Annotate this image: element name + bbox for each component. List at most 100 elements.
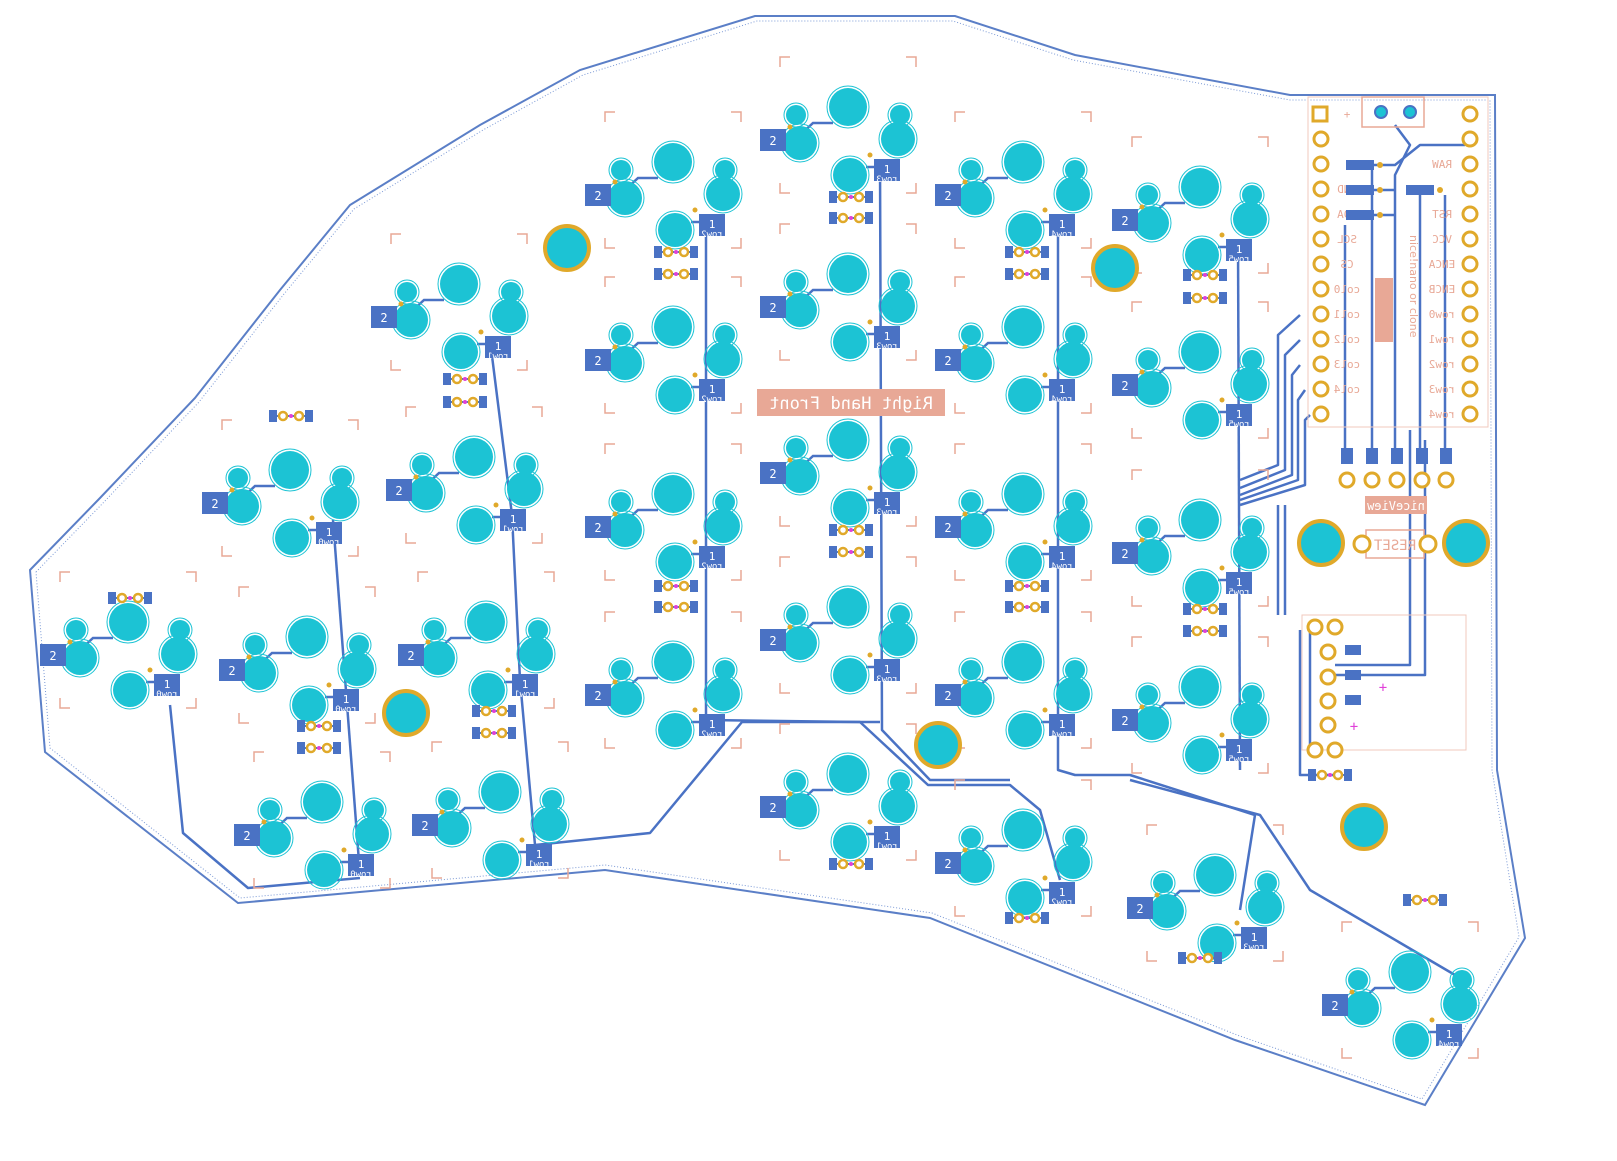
switch-hole (303, 783, 341, 821)
switch-hole-ring (651, 640, 695, 684)
diode-pad (829, 546, 837, 558)
silk-corner-br-14 (906, 516, 917, 527)
switch-row-label: row3 (876, 508, 898, 518)
switch-hole (1395, 1023, 1429, 1057)
diode-mark (674, 605, 678, 609)
diode-via (321, 720, 333, 732)
silk-corner-tl-21 (954, 779, 965, 790)
switch-hole (706, 342, 740, 376)
mcu-pin-right (1461, 355, 1479, 373)
switch-via (1139, 704, 1145, 710)
switch-pad-2 (935, 349, 961, 371)
switch-hole-ring (655, 210, 695, 250)
switch-hole (481, 773, 519, 811)
mcu-diode (1346, 185, 1374, 195)
switch-pad-1 (512, 674, 538, 696)
diode-mark (492, 709, 496, 713)
switch-via (1349, 989, 1355, 995)
switch-via (692, 207, 698, 213)
switch-pad-2-label: 2 (594, 689, 601, 703)
silk-corner-br-5 (532, 533, 543, 544)
switch-via (867, 152, 873, 158)
silk-corner-bl-24 (1131, 596, 1142, 607)
silk-corner-tr-16 (906, 723, 917, 734)
silk-corner-br-20 (1081, 738, 1092, 749)
diode-mark (1203, 273, 1207, 277)
switch-hole-ring (285, 615, 329, 659)
diode-pad (472, 727, 480, 739)
switch-pad-2-label: 2 (1136, 902, 1143, 916)
switch-hole-ring (651, 472, 695, 516)
silk-corner-bl-11 (604, 738, 615, 749)
switch-hole (958, 346, 992, 380)
switch-via (505, 667, 511, 673)
switch-pad-1-label: 1 (1059, 218, 1066, 231)
switch-hole-ring (1005, 710, 1045, 750)
diode-via (1207, 603, 1219, 615)
switch-via (787, 624, 793, 630)
silk-corner-bl-0 (59, 698, 70, 709)
switch-via (398, 301, 404, 307)
diode-pad (443, 373, 451, 385)
switch-hole (257, 821, 291, 855)
diode-via (662, 580, 674, 592)
silk-corner-bl-16 (779, 850, 790, 861)
switch-hole-ring (1178, 498, 1222, 542)
trace-7 (1056, 215, 1257, 911)
mcu-pin-label-left: col4 (1333, 383, 1360, 396)
diode-19 (1183, 625, 1227, 637)
switch-hole-ring (1193, 853, 1237, 897)
switch-row-label: row0 (156, 690, 178, 700)
switch-hole (608, 513, 642, 547)
diode-16 (1005, 580, 1049, 592)
switch-pad-1-label: 1 (326, 526, 333, 539)
diode-0 (829, 191, 873, 203)
switch-row-label: row5 (1228, 420, 1250, 430)
switch-hole (958, 181, 992, 215)
switch-hole-ring (878, 786, 918, 826)
silk-corner-tr-17 (1081, 111, 1092, 122)
diode-13 (829, 546, 873, 558)
mcu-via (1377, 187, 1383, 193)
switch-pad-1 (1226, 739, 1252, 761)
switch-hole (1008, 881, 1042, 915)
switch-row-label: row3 (876, 675, 898, 685)
switch-hole (467, 603, 505, 641)
diode-pad (654, 268, 662, 280)
switch-hole (706, 177, 740, 211)
switch-hole (63, 641, 97, 675)
header-pad (1440, 448, 1452, 464)
switch-hole-ring (1392, 1020, 1432, 1060)
mcu-pin-left (1312, 405, 1330, 423)
diode-mark (463, 400, 467, 404)
switch-hole-ring (456, 505, 496, 545)
silk-corner-tr-15 (906, 556, 917, 567)
diode-via (1316, 769, 1328, 781)
mcu-pin-left (1312, 280, 1330, 298)
niceview-text: niceView (1366, 499, 1425, 513)
diode-pad (654, 601, 662, 613)
silk-corner-br-16 (906, 850, 917, 861)
mounting-hole (914, 721, 962, 769)
switch-hole (1185, 571, 1219, 605)
silk-corner-tr-7 (558, 741, 569, 752)
switch-row-label: row1 (502, 525, 524, 535)
mounting-hole (1442, 519, 1490, 567)
switch-hole-ring (1001, 305, 1045, 349)
diode-via (837, 524, 849, 536)
diode-pad (1005, 912, 1013, 924)
board-title-text: Right Hand Front (769, 394, 933, 414)
encoder-pin (1306, 741, 1324, 759)
diode-mark (492, 731, 496, 735)
switch-hole (455, 438, 493, 476)
switch-hole-ring (441, 332, 481, 372)
diode-pad (1041, 601, 1049, 613)
diode-mark (1025, 584, 1029, 588)
silk-corner-bl-12 (779, 183, 790, 194)
diode-mark (1328, 773, 1332, 777)
silk-corner-tl-25 (1131, 636, 1142, 647)
diode-pad (1214, 952, 1222, 964)
silk-corner-tr-2 (365, 586, 376, 597)
